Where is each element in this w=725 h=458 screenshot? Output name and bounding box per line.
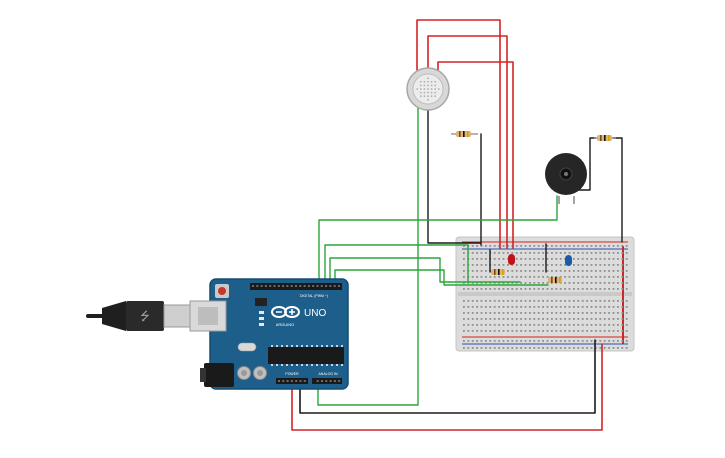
wire-red-sensor-1[interactable] bbox=[416, 19, 501, 249]
wire-red-sensor-2[interactable] bbox=[427, 35, 508, 249]
power-jack bbox=[204, 363, 234, 387]
wire-green-digital-2[interactable] bbox=[329, 257, 521, 286]
wire-black-buzzer-resistor[interactable] bbox=[574, 137, 597, 191]
wires bbox=[291, 19, 623, 431]
resistor-led-red[interactable] bbox=[491, 269, 505, 275]
breadboard-center-channel bbox=[458, 292, 632, 296]
resistor-buzzer[interactable] bbox=[594, 135, 616, 141]
force-sensor[interactable] bbox=[406, 67, 450, 111]
wire-red-sensor-3[interactable] bbox=[437, 61, 514, 249]
led-red[interactable] bbox=[508, 254, 515, 265]
piezo-buzzer[interactable] bbox=[545, 153, 587, 204]
usb-symbol-icon: ⭍ bbox=[140, 309, 150, 323]
wire-green-sensor-analog[interactable] bbox=[317, 107, 419, 406]
usb-cable[interactable]: ⭍ bbox=[86, 301, 191, 331]
analog-header-label: ANALOG IN bbox=[318, 372, 338, 376]
wire-black-ground[interactable] bbox=[299, 339, 596, 414]
arduino-brand-label: ARDUINO bbox=[276, 322, 294, 327]
resistor-led-blue[interactable] bbox=[548, 277, 562, 283]
led-blue[interactable] bbox=[565, 255, 572, 266]
wire-black-buzzer[interactable] bbox=[612, 137, 623, 243]
digital-header-label: DIGITAL (PWM ~) bbox=[300, 294, 328, 298]
wire-green-digital-1[interactable] bbox=[324, 244, 469, 286]
wire-black-sensor-1[interactable] bbox=[427, 107, 481, 244]
wire-green-buzzer[interactable] bbox=[318, 195, 558, 286]
power-header-label: POWER bbox=[285, 372, 299, 376]
arduino-logo-icon bbox=[271, 306, 300, 318]
arduino-model-label: UNO bbox=[304, 308, 326, 319]
arduino-uno-board[interactable]: UNO ARDUINO DIGITAL (PWM ~) POWER ANALOG… bbox=[189, 278, 349, 390]
digital-pins bbox=[252, 285, 340, 287]
atmega-chip bbox=[268, 347, 344, 364]
breadboard[interactable] bbox=[455, 236, 635, 352]
wire-green-digital-3[interactable] bbox=[334, 269, 549, 286]
wire-red-power[interactable] bbox=[291, 343, 603, 431]
resistor-sensor[interactable] bbox=[451, 131, 478, 137]
